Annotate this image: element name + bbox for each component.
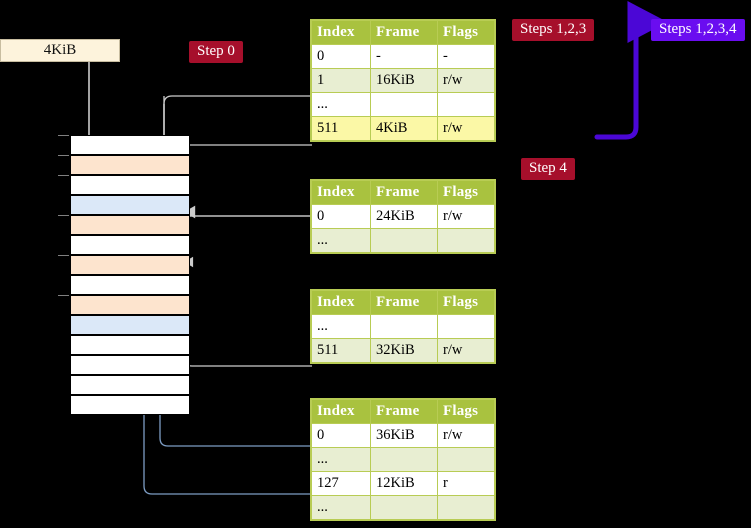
table-cell <box>437 228 495 253</box>
table-cell: 0 <box>311 44 371 69</box>
memory-frame-row[interactable] <box>70 235 190 255</box>
table-cell: ... <box>311 92 371 117</box>
table-cell: 36KiB <box>370 423 438 448</box>
table-cell: 127 <box>311 471 371 496</box>
table-cell: ... <box>311 447 371 472</box>
step-4-badge: Step 4 <box>521 158 575 180</box>
table-cell <box>370 92 438 117</box>
memory-frame-row[interactable] <box>70 335 190 355</box>
table-row[interactable]: ... <box>311 495 495 520</box>
table-cell: 0 <box>311 204 371 229</box>
table-cell: r/w <box>437 68 495 93</box>
frame-tick-mark <box>58 255 69 256</box>
table-cell: 12KiB <box>370 471 438 496</box>
table-row[interactable]: ... <box>311 447 495 472</box>
page-size-box: 4KiB <box>0 39 120 62</box>
link-pt-row127-to-mem <box>134 210 312 495</box>
table-cell: r/w <box>437 204 495 229</box>
column-header: Index <box>311 399 371 424</box>
memory-frame-row[interactable] <box>70 395 190 415</box>
column-header: Index <box>311 290 371 315</box>
steps-1234-badge: Steps 1,2,3,4 <box>651 19 745 41</box>
column-header: Flags <box>437 399 495 424</box>
column-header: Frame <box>370 399 438 424</box>
table-cell <box>437 314 495 339</box>
table-cell: 1 <box>311 68 371 93</box>
table-cell <box>437 495 495 520</box>
column-header: Index <box>311 20 371 45</box>
memory-frame-row[interactable] <box>70 355 190 375</box>
table-cell: 32KiB <box>370 338 438 363</box>
memory-frame-row[interactable] <box>70 275 190 295</box>
memory-frame-row[interactable] <box>70 255 190 275</box>
column-header: Index <box>311 180 371 205</box>
table-cell <box>370 495 438 520</box>
table-cell <box>370 314 438 339</box>
frame-tick-mark <box>58 215 69 216</box>
table-cell <box>437 447 495 472</box>
steps-123-badge: Steps 1,2,3 <box>512 19 595 41</box>
table-cell: - <box>437 44 495 69</box>
table-cell: ... <box>311 495 371 520</box>
column-header: Frame <box>370 290 438 315</box>
violet-loop-arrow <box>594 0 668 140</box>
column-header: Flags <box>437 20 495 45</box>
table-row[interactable]: ... <box>311 92 495 117</box>
table-cell: r <box>437 471 495 496</box>
memory-frame-row[interactable] <box>70 295 190 315</box>
link-pt-row0-to-mem <box>150 330 312 447</box>
column-header: Flags <box>437 180 495 205</box>
table-cell: r/w <box>437 423 495 448</box>
table-cell: ... <box>311 228 371 253</box>
frame-tick-mark <box>58 175 69 176</box>
table-cell: - <box>370 44 438 69</box>
memory-frame-row[interactable] <box>70 315 190 335</box>
table-cell: 0 <box>311 423 371 448</box>
table-cell: ... <box>311 314 371 339</box>
table-cell <box>370 447 438 472</box>
table-row[interactable]: 0-- <box>311 44 495 69</box>
table-cell: 24KiB <box>370 204 438 229</box>
table-cell: 4KiB <box>370 116 438 141</box>
memory-frame-row[interactable] <box>70 215 190 235</box>
column-header: Frame <box>370 180 438 205</box>
frame-tick-mark <box>58 155 69 156</box>
memory-frame-row[interactable] <box>70 155 190 175</box>
frame-tick-mark <box>58 295 69 296</box>
table-cell <box>437 92 495 117</box>
table-row[interactable]: ... <box>311 314 495 339</box>
table-cell: r/w <box>437 116 495 141</box>
table-cell: 511 <box>311 116 371 141</box>
table-cell <box>370 228 438 253</box>
table-cell: r/w <box>437 338 495 363</box>
column-header: Frame <box>370 20 438 45</box>
memory-frame-row[interactable] <box>70 175 190 195</box>
frame-tick-mark <box>58 135 69 136</box>
table-cell: 511 <box>311 338 371 363</box>
memory-frame-row[interactable] <box>70 195 190 215</box>
step-0-badge: Step 0 <box>189 41 243 63</box>
link-pml4-curve-in <box>163 95 312 105</box>
table-cell: 16KiB <box>370 68 438 93</box>
column-header: Flags <box>437 290 495 315</box>
physical-memory-column <box>70 135 190 415</box>
table-row[interactable]: ... <box>311 228 495 253</box>
memory-frame-row[interactable] <box>70 375 190 395</box>
memory-frame-row[interactable] <box>70 135 190 155</box>
